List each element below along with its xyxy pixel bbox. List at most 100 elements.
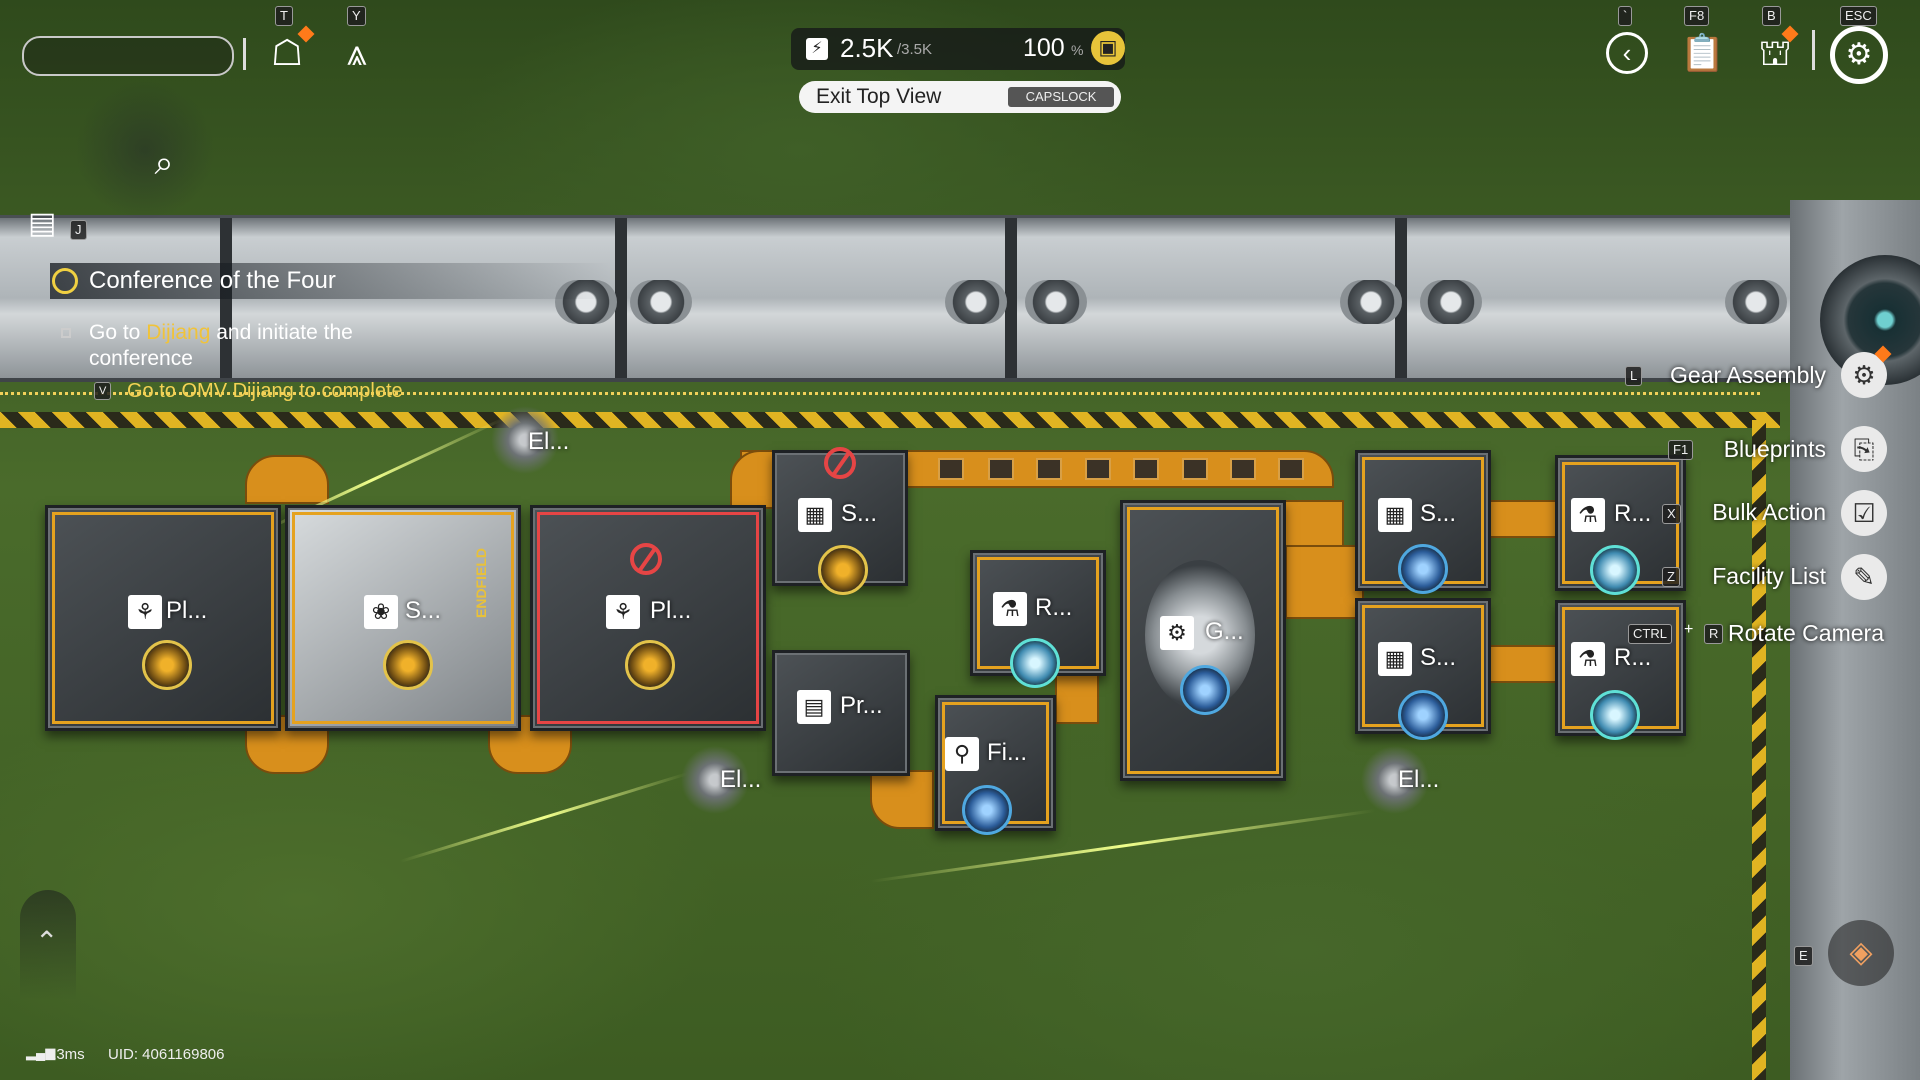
wall-port [1420,280,1482,324]
machine-label: Pl... [166,597,208,624]
back-icon[interactable]: ‹ [1606,32,1648,74]
belt-item [1278,458,1304,480]
seed-icon: ❀ [364,595,398,629]
machine-label: G... [1205,618,1244,645]
wrench-list-icon[interactable]: ✎ [1841,554,1887,600]
wall-port [1725,280,1787,324]
machine-label: Pl... [650,597,692,624]
quest-sub-objective[interactable]: Go to OMV Dijiang to complete [127,380,403,402]
machine-label: R... [1614,644,1652,671]
relay-pylon[interactable] [675,740,755,820]
exit-top-view-label: Exit Top View [816,85,942,108]
pylon-label: El... [720,766,762,793]
hazard-stripe-vertical [1752,420,1766,1080]
conveyor-belt[interactable] [245,455,329,504]
output-item-orb [818,545,868,595]
quest-log-icon[interactable]: ▤ [28,207,57,240]
gear-icon: ⚙ [1160,616,1194,650]
quest-step-bullet [61,328,71,338]
rotate-camera-label[interactable]: Rotate Camera [1728,620,1884,646]
capslock-key: CAPSLOCK [1008,87,1114,107]
key-hint-r: R [1704,624,1724,644]
machine-label: S... [405,597,442,624]
output-item-orb [962,785,1012,835]
blueprints-label: Blueprints [1723,436,1826,462]
output-item-orb [1398,544,1448,594]
shredder-icon: ▦ [1378,498,1412,532]
key-hint-j: J [70,220,87,240]
output-item-orb [383,640,433,690]
wall-port [1025,280,1087,324]
settings-gear-icon[interactable]: ⚙ [1830,26,1888,84]
key-hint-esc: ESC [1840,6,1877,26]
belt-item [988,458,1014,480]
belt-item [1085,458,1111,480]
belt-item [1230,458,1256,480]
key-hint-l: L [1625,366,1643,386]
build-mode-icon[interactable]: ◈ [1828,920,1894,986]
hazard-stripe [0,412,1780,428]
tech-tree-icon[interactable]: ☖ [270,32,304,73]
region-name-pill [22,36,234,76]
machine-brand: ENDFIELD [473,548,489,618]
quest-title[interactable]: Conference of the Four [89,267,336,294]
output-item-orb [1010,638,1060,688]
wall-pillar [615,218,627,378]
conveyor-belt[interactable] [1285,545,1364,619]
uid-text: UID: 4061169806 [108,1046,225,1063]
key-hint-f8: F8 [1684,6,1710,26]
seed-picking-unit[interactable] [285,505,521,731]
storage-icon: ▦ [798,498,832,532]
wall-port [945,280,1007,324]
machine-label: S... [841,500,878,527]
power-link [400,772,688,863]
no-power-icon [824,447,856,479]
planting-unit-2[interactable] [530,505,766,731]
ping-value: 23ms [48,1046,85,1063]
refiner-icon: ⚗ [1571,642,1605,676]
output-item-orb [625,640,675,690]
key-hint-x: X [1662,504,1681,524]
quest-location-highlight: Dijiang [146,321,211,344]
belt-item [1182,458,1208,480]
conveyor-belt[interactable] [870,770,934,829]
relay-pylon[interactable] [485,400,565,480]
machine-label: Fi... [987,739,1027,766]
key-hint-y: Y [347,6,366,26]
protocol-unit[interactable] [772,650,910,776]
output-item-orb [1590,690,1640,740]
expand-panel[interactable] [20,890,76,1000]
machine-label: Pr... [840,692,883,719]
output-item-orb [1590,545,1640,595]
refiner-icon: ⚗ [993,592,1027,626]
chevron-up-icon[interactable]: ⌃ [35,926,59,957]
output-item-orb [142,640,192,690]
blueprint-icon[interactable]: ⎘ [1841,426,1887,472]
key-hint-e: E [1794,946,1813,966]
building-icon[interactable]: ⩓ [346,32,368,73]
bulk-check-icon[interactable]: ☑ [1841,490,1887,536]
key-hint-v: V [94,382,112,400]
battery-icon[interactable]: ▣ [1091,31,1125,65]
map-search-icon[interactable]: ⌕ [154,144,174,182]
output-item-orb [1398,690,1448,740]
boundary-dotted-line [0,392,1760,395]
shredder-icon: ▦ [1378,642,1412,676]
minimap[interactable] [75,80,215,220]
pylon-label: El... [528,428,570,455]
power-max: /3.5K [897,41,933,58]
key-hint-ctrl: CTRL [1628,624,1672,644]
machine-label: S... [1420,500,1457,527]
machine-label: R... [1614,500,1652,527]
planting-unit-1[interactable] [45,505,281,731]
relay-pylon[interactable] [1355,740,1435,820]
gear-assembly-label: Gear Assembly [1670,362,1826,388]
hud-divider [243,38,246,70]
wall-port [630,280,692,324]
key-hint-b: B [1762,6,1781,26]
power-current: 2.5K [840,33,894,63]
clipboard-icon[interactable]: 📋 [1680,32,1725,73]
bulk-action-label: Bulk Action [1712,499,1826,525]
facility-list-label: Facility List [1712,563,1826,589]
